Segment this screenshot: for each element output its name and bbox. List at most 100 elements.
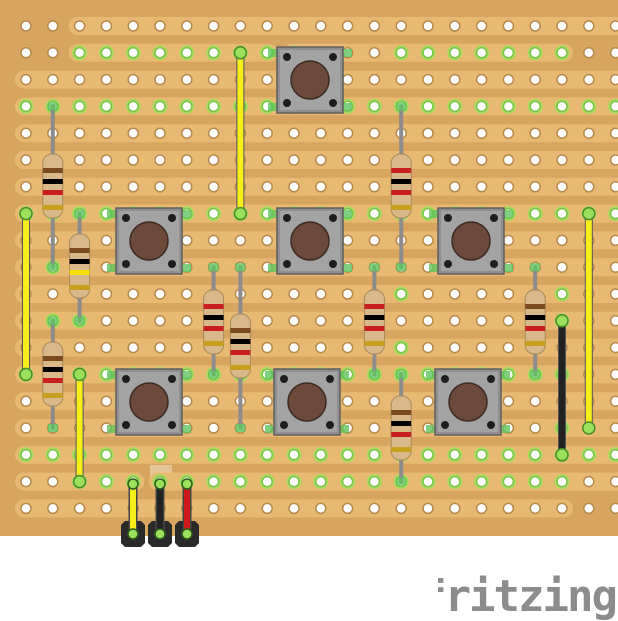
- resistor-band: [69, 285, 90, 290]
- hole: [502, 47, 515, 59]
- hole: [422, 20, 434, 32]
- button-cap: [448, 382, 488, 422]
- hole: [127, 20, 139, 32]
- lead-pad: [530, 263, 541, 272]
- pushbutton-sw5: [107, 368, 191, 436]
- hole: [234, 502, 247, 515]
- hole: [422, 127, 434, 139]
- button-corner-dot: [280, 421, 288, 429]
- hole: [73, 100, 86, 113]
- hole: [475, 181, 488, 193]
- hole: [529, 207, 541, 220]
- hole: [288, 502, 300, 515]
- button-cap: [451, 221, 491, 261]
- hole: [609, 422, 618, 434]
- resistor-r8: [390, 395, 412, 461]
- button-pin-pad: [498, 425, 510, 433]
- hole: [73, 502, 86, 515]
- hole: [288, 449, 300, 461]
- hole: [154, 341, 166, 354]
- hole: [154, 449, 166, 461]
- button-pin-pad: [501, 210, 513, 218]
- button-corner-dot: [283, 214, 291, 222]
- hole: [261, 315, 273, 327]
- hole: [556, 47, 568, 59]
- hole: [100, 288, 113, 300]
- hole: [127, 315, 139, 327]
- hole: [181, 341, 193, 354]
- button-corner-dot: [329, 53, 337, 61]
- button-pin-pad: [337, 371, 349, 379]
- hole: [341, 73, 354, 86]
- hole: [207, 234, 220, 247]
- button-corner-dot: [329, 214, 337, 222]
- hole: [288, 315, 300, 327]
- hole: [609, 502, 618, 515]
- hole: [341, 20, 354, 32]
- hole: [449, 288, 461, 300]
- hole: [502, 395, 515, 407]
- hole: [100, 127, 113, 139]
- resistor-band: [364, 341, 385, 346]
- lead-pad: [396, 477, 407, 486]
- hole: [100, 234, 113, 247]
- hole: [502, 449, 515, 461]
- hole: [556, 20, 568, 32]
- lead-pad: [530, 370, 541, 379]
- pushbutton-sw2: [107, 207, 191, 275]
- hole: [100, 449, 113, 461]
- resistor-band: [42, 205, 63, 210]
- hole: [609, 395, 618, 407]
- button-corner-dot: [490, 214, 498, 222]
- hole: [315, 154, 327, 166]
- hole: [368, 234, 381, 247]
- hole: [207, 207, 220, 220]
- hole: [529, 127, 541, 139]
- hole: [502, 20, 515, 32]
- hole: [529, 20, 541, 32]
- resistor-band: [391, 190, 412, 195]
- hole: [475, 341, 488, 354]
- fritzing-logo: fritzing: [438, 571, 618, 621]
- resistor-band: [69, 270, 90, 275]
- button-pin-pad: [107, 425, 119, 433]
- hole: [261, 502, 273, 515]
- hole: [100, 154, 113, 166]
- button-corner-dot: [283, 99, 291, 107]
- hole: [368, 449, 381, 461]
- hole: [288, 181, 300, 193]
- hole: [100, 20, 113, 32]
- hole: [556, 181, 568, 193]
- hole: [529, 47, 541, 59]
- hole: [609, 234, 618, 247]
- resistor-r4: [203, 289, 225, 355]
- hole: [583, 181, 595, 193]
- hole: [449, 315, 461, 327]
- hole: [556, 127, 568, 139]
- hole: [261, 73, 273, 86]
- button-pin-pad: [265, 371, 277, 379]
- hole: [261, 154, 273, 166]
- lead-pad: [235, 424, 246, 432]
- hole: [609, 261, 618, 273]
- hole: [583, 502, 595, 515]
- hole: [368, 395, 381, 407]
- resistor-band: [525, 326, 546, 331]
- wire-end: [582, 206, 596, 221]
- hole: [422, 181, 434, 193]
- hole: [234, 20, 247, 32]
- resistor-r3: [42, 341, 64, 407]
- resistor-band: [42, 356, 63, 361]
- hole: [341, 449, 354, 461]
- header-pin: [154, 528, 166, 540]
- hole: [288, 288, 300, 300]
- hole: [207, 395, 220, 407]
- hole: [181, 20, 193, 32]
- hole: [127, 100, 139, 113]
- hole: [529, 154, 541, 166]
- hole: [154, 100, 166, 113]
- hole: [609, 449, 618, 461]
- hole: [315, 475, 327, 488]
- hole: [341, 502, 354, 515]
- hole: [181, 154, 193, 166]
